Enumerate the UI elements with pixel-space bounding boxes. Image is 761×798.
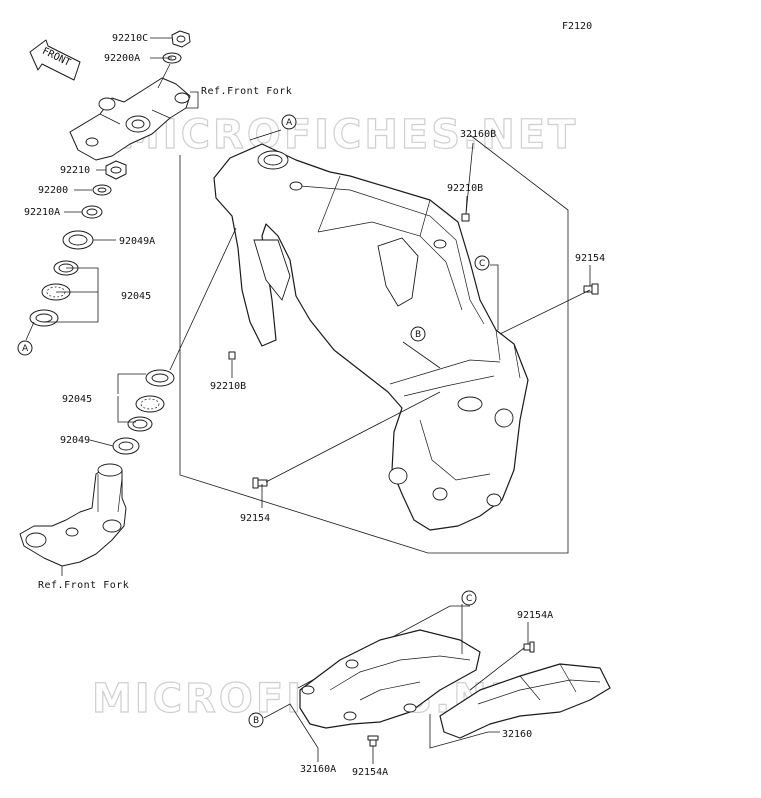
seal-92049a [62,230,94,250]
nut-92210c [171,30,191,48]
svg-text:B: B [415,330,421,340]
label-32160b: 32160B [460,129,496,140]
sub-frame-32160a [299,629,481,729]
label-92210a: 92210A [24,207,60,218]
nut-92210a [81,205,103,219]
svg-text:C: C [466,594,472,604]
leader-92210c-92200a [150,37,172,59]
lower-triple-clamp [19,463,127,567]
leader-32160 [429,714,500,749]
leader-92049 [89,439,114,447]
callout-b-main: B [410,326,426,342]
diagram-code: F2120 [562,21,592,32]
leader-a-left [25,321,35,341]
leader-c-main [490,264,499,330]
svg-text:A: A [22,344,29,354]
svg-text:C: C [479,259,485,269]
bearing-set-92045-mid [127,369,175,432]
callout-c-main: C [474,255,490,271]
label-92200: 92200 [38,185,68,196]
leader-32160a [263,703,319,762]
watermark-top: MICROFICHES.NET [120,112,578,158]
bolt-92154-left [252,477,268,489]
label-92200a: 92200A [104,53,140,64]
label-92154-right: 92154 [575,253,605,264]
label-92045-top: 92045 [121,291,151,302]
label-32160: 32160 [502,729,532,740]
label-92154a-top: 92154A [517,610,553,621]
svg-text:A: A [286,118,293,128]
label-ref-front-fork-bottom: Ref.Front Fork [38,580,129,591]
leader-b-main [402,341,441,369]
bolt-92154a-bottom [367,735,379,747]
bolt-92154-right [583,283,599,295]
frame-assembly-bracket [179,134,569,554]
bearing-set-92045-top [29,260,79,327]
leader-92154-right [499,265,591,335]
svg-text:B: B [253,716,259,726]
label-92049a: 92049A [119,236,155,247]
leader-stem-parts [64,169,116,241]
main-frame-32160b [213,143,529,531]
label-92154a-bottom: 92154A [352,767,388,778]
callout-b-sub: B [248,712,264,728]
bolt-92210b-top [461,213,470,222]
front-arrow-icon: FRONT [29,39,81,81]
label-92154-left: 92154 [240,513,270,524]
callout-a-left: A [17,340,33,356]
callout-a-main: A [281,114,297,130]
washer-92200 [92,184,112,196]
label-92210b-left: 92210B [210,381,246,392]
leader-ref-fork-top [186,91,199,109]
seal-92049 [112,437,140,455]
label-32160a: 32160A [300,764,336,775]
leader-92045-top [44,267,99,323]
label-92210: 92210 [60,165,90,176]
leader-upper-clamp-stem [157,63,171,89]
leader-32160b [465,142,474,215]
leader-92154a-top [469,622,529,691]
label-92045-mid: 92045 [62,394,92,405]
bolt-92210b-left [228,351,236,360]
leader-92045-mid [117,373,146,423]
label-ref-front-fork-top: Ref.Front Fork [201,86,292,97]
label-92210b-top: 92210B [447,183,483,194]
callout-c-sub: C [461,590,477,606]
sub-frame-32160 [439,663,611,739]
label-92049: 92049 [60,435,90,446]
label-92210c: 92210C [112,33,148,44]
leader-a-main [249,129,282,141]
leader-92210b-top [465,195,468,215]
nut-92210 [105,160,127,180]
bolt-92154a-top [523,641,535,653]
leader-stem-to-frame [169,227,237,371]
leader-92154-left [261,391,441,508]
upper-triple-clamp [69,77,191,161]
